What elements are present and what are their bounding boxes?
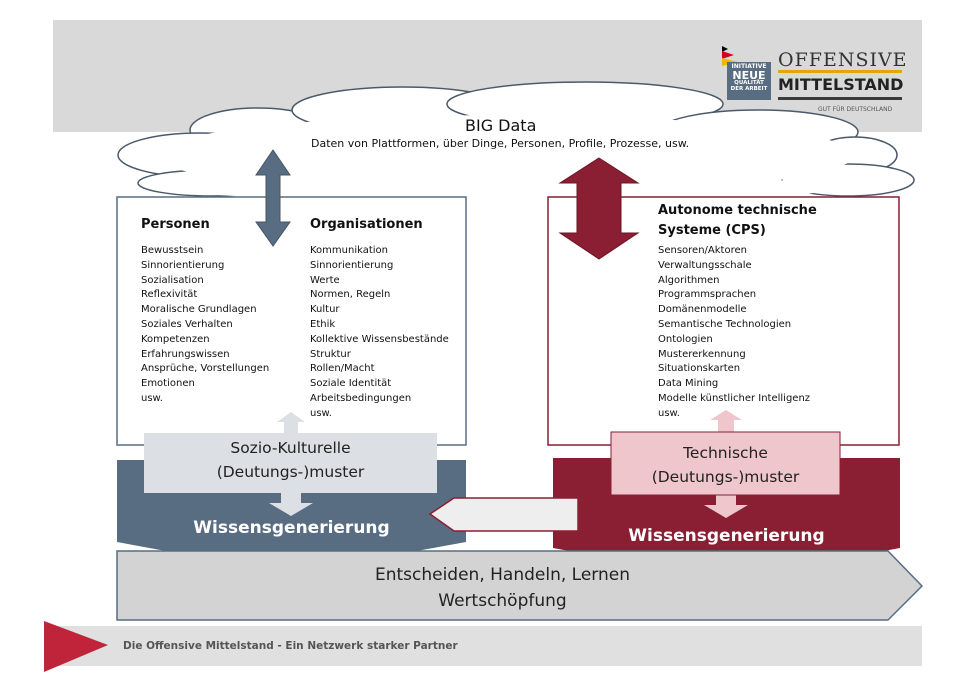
logo-title-bottom: MITTELSTAND: [778, 75, 904, 94]
list-item: Kommunikation: [310, 245, 389, 256]
bottom-big-arrow: [116, 550, 924, 621]
logo-badge-text: INITIATIVE NEUE QUALITÄT DER ARBEIT: [730, 63, 768, 92]
left-content-box: [116, 196, 467, 446]
tech-box-line2: (Deutungs-)muster: [651, 468, 800, 486]
list-item: Ontologien: [658, 333, 713, 345]
list-item: Data Mining: [658, 378, 719, 390]
cloud-subtitle: Daten von Plattformen, über Dinge, Perso…: [311, 137, 690, 150]
list-item: Arbeitsbedingungen: [310, 392, 412, 404]
list-item: Sozialisation: [141, 274, 204, 286]
left-up-arrow: [277, 412, 305, 434]
list-item: Sinnorientierung: [310, 259, 394, 271]
list-item: Kultur: [310, 304, 340, 316]
list-item: Verwaltungsschale: [658, 259, 752, 271]
list-item: Bewusstsein: [141, 245, 204, 256]
organisationen-list: Kommunikation Sinnorientierung Werte Nor…: [310, 244, 449, 422]
list-item: Werte: [310, 274, 340, 286]
left-double-arrow: [255, 149, 291, 247]
logo-title-top: OFFENSIVE: [778, 49, 908, 71]
right-up-arrow: [710, 410, 742, 432]
logo-flag-icon: [722, 46, 728, 52]
systeme-header-line2: Systeme (CPS): [658, 223, 766, 238]
list-item: Kompetenzen: [141, 333, 210, 345]
right-content-box: [547, 196, 900, 446]
systeme-list: Sensoren/Aktoren Verwaltungsschale Algor…: [658, 244, 810, 422]
list-item: Sensoren/Aktoren: [658, 245, 747, 256]
list-item: usw.: [658, 407, 680, 419]
list-item: Soziale Identität: [310, 378, 392, 390]
list-item: usw.: [310, 407, 332, 419]
middle-left-arrow: [428, 497, 579, 532]
wissen-left-label: Wissensgenerierung: [193, 518, 390, 538]
right-down-arrow: [704, 495, 748, 518]
list-item: Soziales Verhalten: [141, 318, 233, 330]
cloud-title: BIG Data: [465, 116, 537, 135]
footer-band: [53, 626, 922, 666]
list-item: Programmsprachen: [658, 289, 757, 301]
list-item: Mustererkennung: [658, 348, 746, 360]
logo-tagline: GUT FÜR DEUTSCHLAND: [818, 106, 893, 113]
list-item: Emotionen: [141, 378, 195, 390]
technische-box: [610, 431, 841, 496]
footer-red-triangle-icon: [44, 621, 108, 672]
list-item: Semantische Technologien: [658, 318, 792, 330]
sozio-box-line1: Sozio-Kulturelle: [230, 439, 351, 457]
list-item: Algorithmen: [658, 274, 720, 286]
bottom-arrow-line1: Entscheiden, Handeln, Lernen: [374, 565, 631, 585]
list-item: usw.: [141, 392, 163, 404]
list-item: Kollektive Wissensbestände: [310, 333, 449, 345]
sozio-kulturelle-box: [144, 433, 437, 493]
list-item: Erfahrungswissen: [141, 348, 230, 360]
systeme-header-line1: Autonome technische: [658, 203, 817, 218]
list-item: Normen, Regeln: [310, 289, 391, 301]
list-item: Reflexivität: [141, 289, 198, 301]
list-item: Struktur: [310, 348, 351, 360]
logo-badge: [727, 62, 771, 100]
offensive-mittelstand-logo: [722, 46, 902, 100]
list-item: Rollen/Macht: [310, 363, 375, 375]
list-item: Ethik: [310, 318, 336, 330]
list-item: Situationskarten: [658, 363, 741, 375]
bottom-arrow-line2: Wertschöpfung: [438, 591, 567, 611]
personen-header: Personen: [141, 217, 210, 232]
list-item: Modelle künstlicher Intelligenz: [658, 392, 811, 404]
list-item: Sinnorientierung: [141, 259, 225, 271]
logo-dark-bar: [778, 97, 902, 100]
tech-box-line1: Technische: [683, 444, 768, 462]
left-down-arrow: [269, 492, 313, 516]
organisationen-header: Organisationen: [310, 217, 423, 232]
right-double-arrow: [558, 157, 640, 260]
personen-list: Bewusstsein Sinnorientierung Sozialisati…: [141, 244, 269, 407]
wissen-right-label: Wissensgenerierung: [628, 526, 825, 546]
footer-text: Die Offensive Mittelstand - Ein Netzwerk…: [123, 640, 458, 652]
list-item: Domänenmodelle: [658, 304, 747, 316]
big-data-cloud: [117, 81, 915, 202]
logo-gold-bar: [778, 70, 902, 73]
list-item: Ansprüche, Vorstellungen: [141, 363, 270, 375]
list-item: Moralische Grundlagen: [141, 304, 257, 316]
sozio-box-line2: (Deutungs-)muster: [216, 463, 365, 481]
